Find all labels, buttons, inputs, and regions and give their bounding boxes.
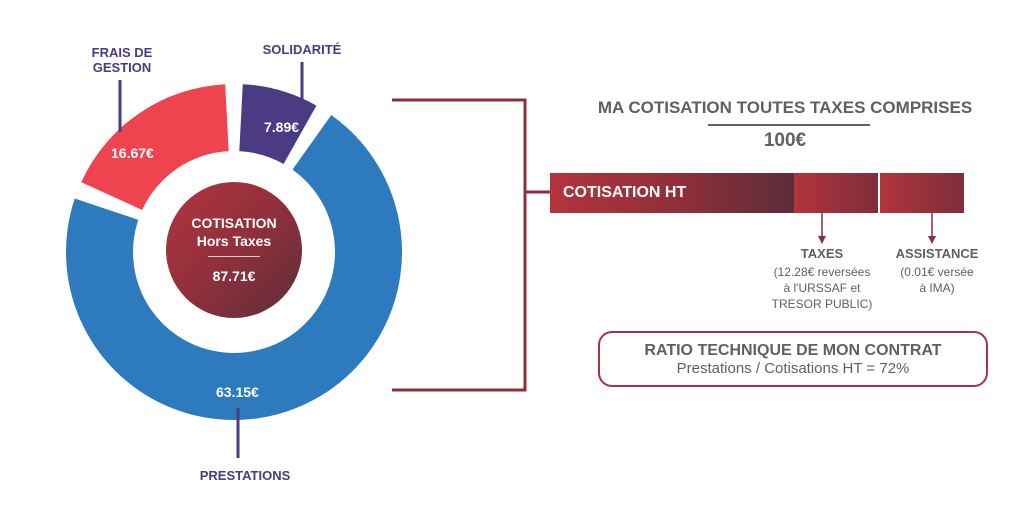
taxes-description: (12.28€ reversées à l'URSSAF et TRESOR P… (752, 264, 892, 312)
taxes-title: TAXES (800, 246, 844, 261)
title-underline (708, 124, 870, 126)
frais-value-label: 16.67€ (111, 145, 154, 161)
ratio-box: RATIO TECHNIQUE DE MON CONTRAT Prestatio… (598, 331, 988, 387)
assistance-description: (0.01€ versée à IMA) (877, 264, 997, 296)
bracket-line (392, 98, 527, 392)
assistance-title: ASSISTANCE (895, 246, 979, 261)
frais-de-gestion-label: FRAIS DE GESTION (62, 45, 182, 75)
assistance-line1: (0.01€ versée (900, 265, 974, 279)
center-title-line1: COTISATION (191, 215, 277, 231)
solidarite-value-label: 7.89€ (264, 119, 300, 135)
ratio-text: Prestations / Cotisations HT = 72% (676, 360, 910, 377)
taxes-bar-segment (794, 173, 878, 213)
center-title-line2: Hors Taxes (196, 233, 272, 249)
center-cotisation-circle: COTISATION Hors Taxes 87.71€ (166, 182, 302, 318)
donut-segment-solidarit- (239, 84, 317, 164)
donut-segment-prestations (66, 115, 403, 421)
prestations-value-label: 63.15€ (216, 384, 259, 400)
cotisation-ht-bar: COTISATION HT (550, 173, 794, 213)
center-title: COTISATION Hors Taxes (166, 214, 302, 250)
assistance-bar-segment (880, 173, 964, 213)
taxes-line3: TRESOR PUBLIC) (771, 297, 873, 311)
assistance-arrow-head (928, 236, 936, 244)
donut-segment-frais-de-gestion (81, 84, 229, 210)
prestations-label: PRESTATIONS (199, 468, 291, 483)
solidarite-label: SOLIDARITÉ (262, 42, 342, 57)
taxes-line2: à l'URSSAF et (783, 281, 861, 295)
center-divider (208, 256, 260, 257)
taxes-arrow-head (818, 236, 826, 244)
assistance-line2: à IMA) (919, 281, 955, 295)
donut-chart (66, 84, 403, 421)
ratio-title: RATIO TECHNIQUE DE MON CONTRAT (644, 342, 942, 359)
total-value: 100€ (763, 130, 807, 151)
page-title: MA COTISATION TOUTES TAXES COMPRISES (597, 98, 973, 117)
frais-label-line1: FRAIS DE (91, 45, 153, 60)
center-value: 87.71€ (212, 268, 256, 284)
taxes-line1: (12.28€ reversées (773, 265, 871, 279)
frais-label-line2: GESTION (92, 60, 152, 75)
